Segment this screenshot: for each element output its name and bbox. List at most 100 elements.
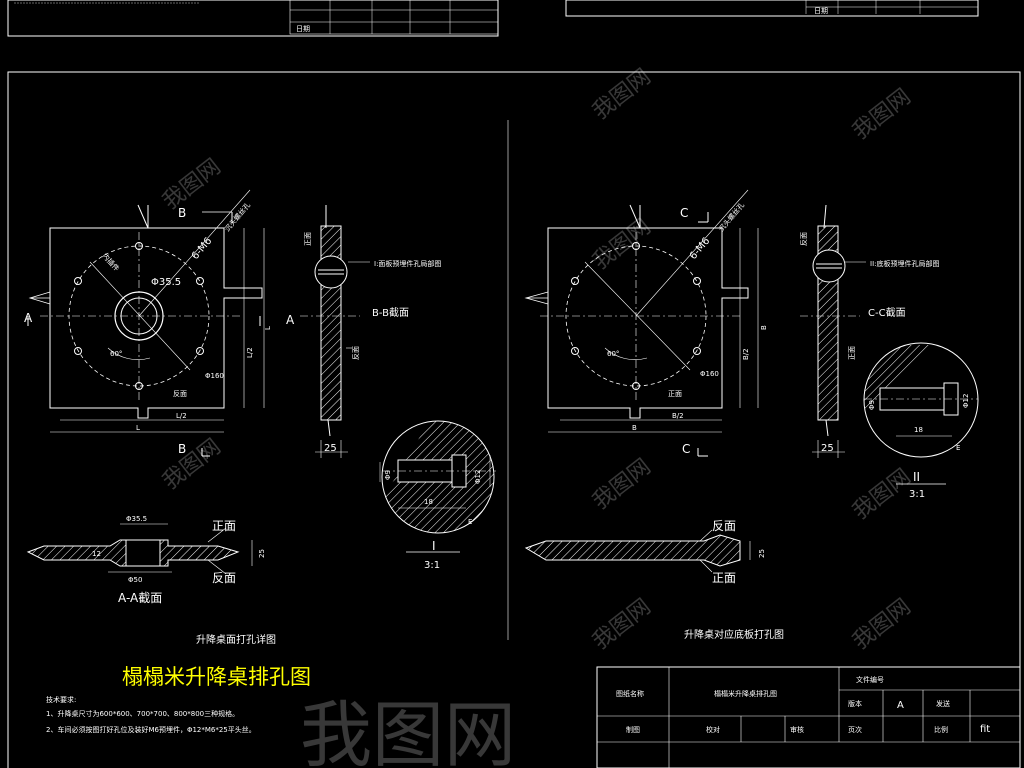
left-inner-note: 内插件: [101, 251, 122, 273]
right-angle: 60°: [607, 350, 619, 358]
detail1-dia-small: Φ9: [384, 470, 392, 480]
bb-section-label: B-B截面: [372, 306, 409, 319]
left-inner-dia: Φ35.5: [151, 277, 181, 288]
left-section-letter-top: B: [178, 206, 186, 220]
top-right-row-label: 日期: [814, 7, 828, 15]
cc-thickness: 25: [821, 443, 834, 454]
aa-dim-top: Φ35.5: [126, 515, 147, 523]
left-hole-spec: 6-M6: [190, 236, 214, 262]
left-plan-view: [27, 189, 265, 457]
right-section-letter-bottom: C: [682, 442, 690, 456]
bb-detail-note: I:面板预埋件孔局部图: [374, 259, 441, 268]
detail1-dia-large: Φ12: [474, 470, 482, 484]
right-hole-spec: 6-M6: [688, 236, 712, 262]
detail1-mark: E: [468, 518, 472, 526]
right-plan-view: [524, 189, 759, 457]
tb-page-label: 页次: [848, 725, 862, 734]
right-pcd: Φ160: [700, 370, 719, 378]
left-section-bb: [300, 205, 370, 458]
aa-face-front: 正面: [212, 519, 236, 533]
watermark-6: 我图网: [588, 454, 655, 514]
left-section-letter-left: A: [24, 311, 33, 325]
right-dim-width: B: [632, 424, 637, 432]
cc-bottom-thickness: 25: [758, 549, 766, 558]
cc-side-top: 反面: [799, 232, 808, 246]
left-dim-height: L: [264, 326, 272, 330]
watermark-9: 我图网: [848, 594, 915, 654]
drawing-title: 榻榻米升降桌排孔图: [122, 665, 311, 689]
tb-review-label: 审核: [790, 725, 804, 734]
tb-scale-value: fit: [980, 724, 990, 735]
left-section-letter-right: A: [286, 313, 295, 327]
cc-section-label: C-C截面: [868, 306, 906, 319]
tb-version-label: 版本: [848, 699, 862, 708]
aa-face-back: 反面: [212, 571, 236, 585]
tb-drawing-name-label: 图纸名称: [616, 689, 644, 698]
right-section-cc: [800, 204, 866, 458]
right-section-letter-top: C: [680, 206, 688, 220]
right-dim-half-height: B/2: [742, 348, 750, 360]
left-view-caption: 升降桌面打孔详图: [196, 633, 276, 646]
right-hole-spec-note: 沉头螺丝孔: [717, 201, 746, 234]
aa-thickness: 25: [258, 549, 266, 558]
title-block: [596, 666, 1021, 768]
left-section-letter-bottom: B: [178, 442, 186, 456]
watermark-7: 我图网: [848, 464, 915, 524]
tb-scale-label: 比例: [934, 725, 948, 734]
watermark-5: 我图网: [158, 434, 225, 494]
left-hole-spec-note: 沉头螺丝孔: [223, 201, 252, 234]
cc-detail-note: II:底板预埋件孔局部图: [870, 259, 940, 268]
detail2-length: 18: [914, 426, 923, 434]
right-view-caption: 升降桌对应底板打孔图: [684, 628, 784, 641]
top-sheet-fragment-right: 日期: [565, 0, 979, 17]
left-pcd: Φ160: [205, 372, 224, 380]
notes-line-2: 2、车间必须按图打好孔位及装好M6预埋件，Φ12*M6*25平头丝。: [46, 725, 256, 734]
tb-check-label: 校对: [706, 725, 720, 734]
left-dim-half-height: L/2: [246, 347, 254, 358]
detail2-scale: 3:1: [909, 489, 925, 500]
right-face-label: 正面: [668, 390, 682, 398]
detail2-label: II: [913, 470, 920, 484]
watermark-8: 我图网: [588, 594, 655, 654]
right-dim-half-width: B/2: [672, 412, 684, 420]
watermark-4: 我图网: [588, 214, 655, 274]
cc-side-bottom: 正面: [848, 346, 856, 360]
detail-2: [863, 342, 979, 485]
aa-dim-bottom: Φ50: [128, 576, 142, 584]
aa-dim-left: 12: [92, 550, 101, 558]
detail-1: [379, 420, 496, 553]
bb-side-top: 正面: [304, 232, 312, 246]
bb-side-bottom: 反面: [351, 346, 360, 360]
detail1-scale: 3:1: [424, 560, 440, 571]
top-left-row-label: 日期: [296, 25, 310, 33]
top-sheet-fragment-left: 日期: [7, 0, 499, 37]
detail2-dia-small: Φ9: [868, 400, 876, 410]
bb-thickness: 25: [324, 443, 337, 454]
right-dim-height: B: [760, 325, 768, 330]
tb-drawing-name-value: 榻榻米升降桌排孔图: [714, 689, 777, 698]
watermark-3: 我图网: [848, 84, 915, 144]
left-angle: 60°: [110, 350, 122, 358]
detail1-label: I: [432, 539, 436, 553]
aa-section-label: A-A截面: [118, 591, 162, 605]
left-dim-half-width: L/2: [176, 412, 187, 420]
cc-bottom-section: [524, 529, 751, 573]
cc-bottom-face-back: 反面: [712, 519, 736, 533]
detail2-mark: E: [956, 444, 960, 452]
cc-bottom-face-front: 正面: [712, 571, 736, 585]
aa-section: [26, 523, 253, 575]
watermark-1: 我图网: [588, 64, 655, 124]
notes-line-1: 1、升降桌尺寸为600*600、700*700、800*800三种规格。: [46, 709, 239, 718]
tb-version-value: A: [897, 700, 904, 711]
watermark-2: 我图网: [158, 154, 225, 214]
tb-issue-label: 发送: [936, 699, 950, 708]
detail2-dia-large: Φ12: [962, 394, 970, 408]
left-dim-width: L: [136, 424, 140, 432]
left-face-label: 反面: [173, 389, 187, 398]
tb-draw-label: 制图: [626, 725, 640, 734]
tb-file-no-label: 文件编号: [856, 675, 884, 684]
notes-heading: 技术要求:: [46, 695, 76, 704]
watermark-large: 我图网: [300, 693, 516, 768]
detail1-length: 18: [424, 498, 433, 506]
